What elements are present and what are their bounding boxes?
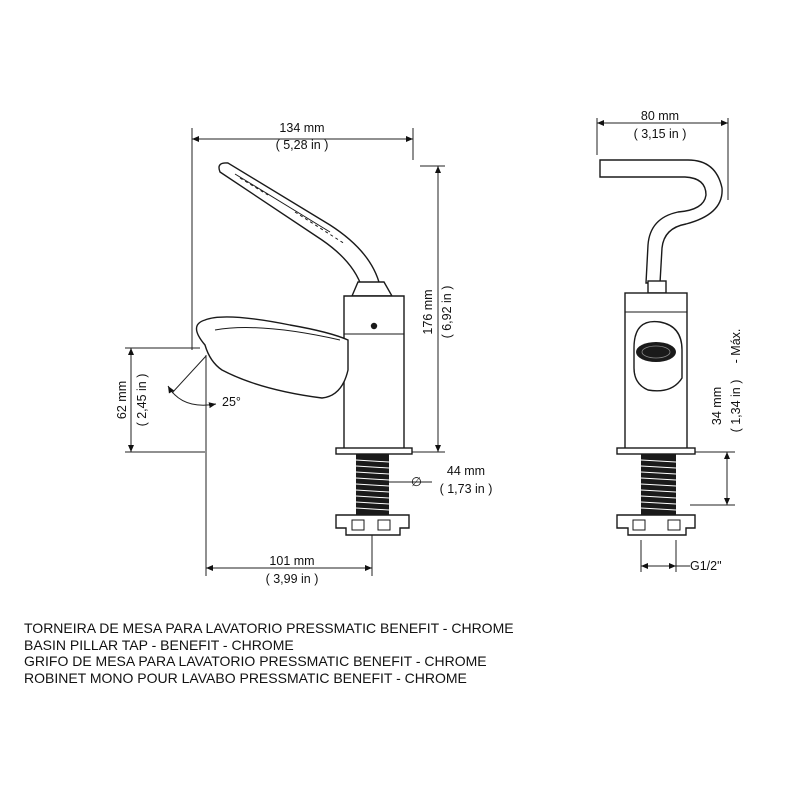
width-mm-label: 134 mm [279,121,324,135]
caption-line-es: GRIFO DE MESA PARA LAVATORIO PRESSMATIC … [24,653,487,669]
deck-mm-label: 34 mm [710,387,724,425]
angle-guides [171,355,207,406]
aerator-mesh [636,342,676,362]
width-in-label: ( 5,28 in ) [276,138,329,152]
side-nut [616,514,696,536]
side-width-mm-label: 80 mm [641,109,679,123]
handle-hub [350,281,394,297]
pin-dot [370,322,378,330]
faucet-front [195,162,413,536]
front-view: 134 mm ( 5,28 in ) 176 mm ( 6,92 in ) 62… [115,121,492,586]
diameter-in-label: ( 1,73 in ) [440,482,493,496]
reach-mm-label: 101 mm [269,554,314,568]
side-view: 80 mm ( 3,15 in ) 34 mm ( 1,34 in ) - Má… [596,109,743,573]
product-caption: TORNEIRA DE MESA PARA LAVATORIO PRESSMAT… [24,620,514,686]
lever-handle [218,162,381,289]
caption-line-pt: TORNEIRA DE MESA PARA LAVATORIO PRESSMAT… [24,620,514,636]
side-width-in-label: ( 3,15 in ) [634,127,687,141]
deck-in-label: ( 1,34 in ) [729,380,743,433]
connection-label: G1/2" [690,559,722,573]
diameter-mm-label: 44 mm [447,464,485,478]
spout-height-in-label: ( 2,45 in ) [135,374,149,427]
reach-in-label: ( 3,99 in ) [266,572,319,586]
faucet-side [599,159,723,536]
side-hub [647,280,667,294]
side-base [616,447,696,455]
caption-line-fr: ROBINET MONO POUR LAVABO PRESSMATIC BENE… [24,669,467,686]
lock-nut [335,514,410,536]
base-flange [335,447,413,455]
side-lever [599,159,723,284]
caption-line-en: BASIN PILLAR TAP - BENEFIT - CHROME [24,636,294,653]
angle-label: 25° [222,395,241,409]
tap-body [343,295,405,451]
spout [195,316,349,399]
diameter-symbol: ∅ [411,475,422,489]
angle-arc [167,385,217,409]
deck-max-label: - Máx. [729,329,743,364]
height-in-label: ( 6,92 in ) [440,286,454,339]
spout-height-mm-label: 62 mm [115,381,129,419]
height-mm-label: 176 mm [421,289,435,334]
